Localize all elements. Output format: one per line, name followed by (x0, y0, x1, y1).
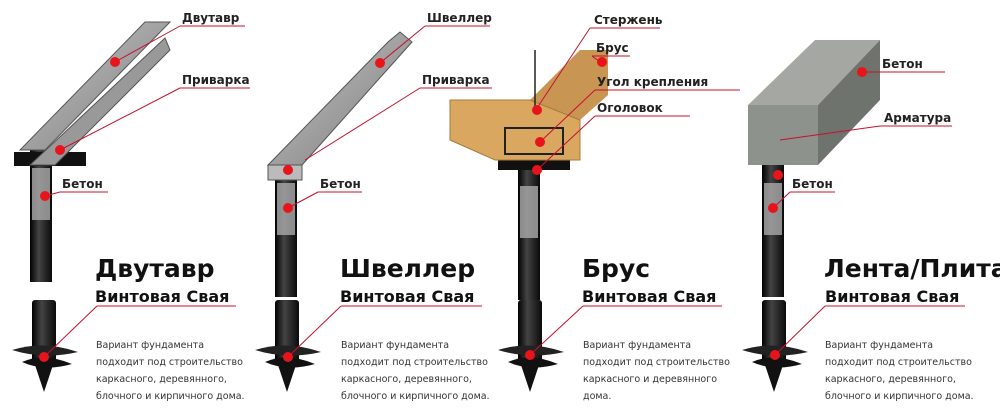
marker-dot (535, 137, 545, 147)
description-line: каркасного, деревянного, (825, 374, 956, 385)
marker-dot (375, 58, 385, 68)
marker-dot (857, 67, 867, 77)
pile-shaft (30, 150, 52, 282)
pile-shaft (275, 165, 297, 297)
concrete-slab-top (748, 40, 880, 105)
description-line: подходит под строительство (583, 357, 730, 368)
description-line: каркасного, деревянного, (96, 374, 227, 385)
description-line: каркасного, деревянного, (341, 374, 472, 385)
marker-dot (283, 165, 293, 175)
pile-cap (498, 160, 570, 170)
panel-subtitle: Винтовая Свая (95, 287, 229, 306)
label-timber: Брус (596, 41, 629, 55)
concrete-slab-front (748, 105, 818, 165)
marker-dot (40, 191, 50, 201)
pile-shaft (518, 168, 540, 300)
label-rod: Стержень (594, 13, 663, 27)
panel-title: Лента/Плита (824, 254, 1000, 283)
label-channel: Швеллер (427, 11, 492, 25)
panel-subtitle: Винтовая Свая (825, 287, 959, 306)
label-weld: Приварка (422, 73, 490, 87)
description-line: Вариант фундамента (96, 340, 204, 351)
description-line: Вариант фундамента (583, 340, 691, 351)
description-line: подходит под строительство (341, 357, 488, 368)
description-line: блочного и кирпичного дома. (341, 391, 490, 402)
panel-title: Двутавр (95, 254, 214, 283)
description-line: Вариант фундамента (341, 340, 449, 351)
marker-dot (597, 57, 607, 67)
panel-slab: Бетон Арматура Бетон Лента/Плита Винтова… (742, 40, 1000, 402)
i-beam (18, 21, 172, 151)
marker-dot (532, 105, 542, 115)
marker-dot (768, 203, 778, 213)
timber-beam (530, 50, 608, 120)
panel-subtitle: Винтовая Свая (582, 287, 716, 306)
screw-pile (498, 300, 564, 392)
panel-title: Швеллер (340, 254, 475, 283)
label-rebar: Арматура (884, 111, 951, 125)
timber-block (449, 99, 581, 161)
marker-dot (39, 352, 49, 362)
marker-dot (55, 145, 65, 155)
marker-dot (773, 170, 783, 180)
channel-beam (266, 31, 413, 166)
pile-shaft (762, 165, 784, 297)
marker-dot (525, 350, 535, 360)
description-line: дома. (583, 391, 611, 402)
marker-dot (532, 165, 542, 175)
label-weld: Приварка (182, 73, 250, 87)
marker-dot (283, 203, 293, 213)
mounting-angle (504, 127, 564, 155)
marker-dot (283, 352, 293, 362)
description-line: блочного и кирпичного дома. (825, 391, 974, 402)
label-concrete: Бетон (882, 57, 923, 71)
screw-pile (255, 300, 321, 392)
i-beam-web (28, 37, 171, 166)
screw-pile (12, 300, 78, 392)
marker-dot (110, 57, 120, 67)
panel-title: Брус (582, 254, 650, 283)
label-concrete-pile: Бетон (792, 177, 833, 191)
description-line: Вариант фундамента (825, 340, 933, 351)
label-angle: Угол крепления (597, 75, 708, 89)
panel-i-beam: Двутавр Приварка Бетон Двутавр Винтовая … (12, 11, 250, 402)
screw-pile (742, 300, 808, 392)
label-pile-head: Оголовок (597, 101, 663, 115)
label-concrete: Бетон (62, 177, 103, 191)
label-ibeam: Двутавр (182, 11, 240, 25)
panel-subtitle: Винтовая Свая (340, 287, 474, 306)
description-line: блочного и кирпичного дома. (96, 391, 245, 402)
description-line: каркасного и деревянного (583, 374, 717, 385)
marker-dot (770, 350, 780, 360)
label-concrete: Бетон (320, 177, 361, 191)
panel-channel: Швеллер Приварка Бетон Швеллер Винтовая … (255, 11, 492, 402)
description-line: подходит под строительство (825, 357, 972, 368)
description-line: подходит под строительство (96, 357, 243, 368)
panel-timber: Стержень Брус Угол крепления Оголовок Бр… (449, 13, 740, 402)
